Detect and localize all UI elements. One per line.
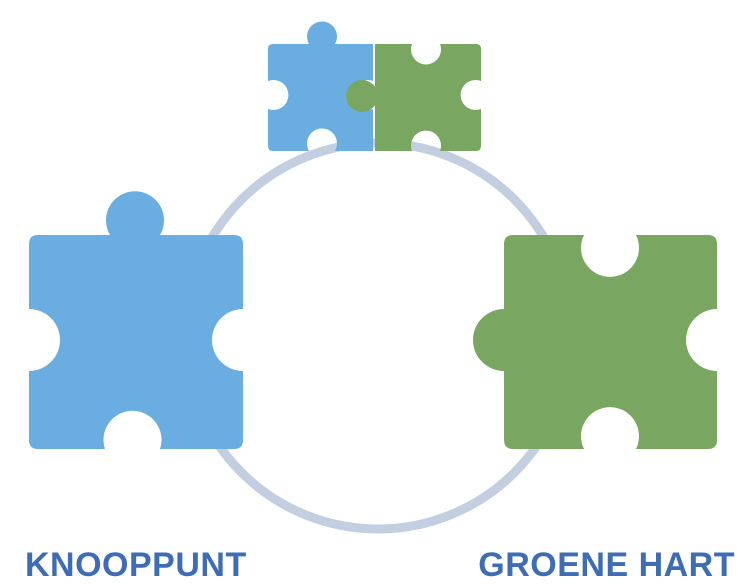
blue-puzzle-piece-small [268, 21, 373, 151]
groene-hart-label: GROENE HART [478, 546, 735, 584]
green-puzzle-piece-large [473, 235, 717, 449]
blue-puzzle-piece-large [29, 191, 243, 449]
green-puzzle-piece-small [375, 44, 481, 151]
knooppunt-label: KNOOPPUNT [25, 546, 247, 584]
green-puzzle-knob [346, 80, 378, 112]
